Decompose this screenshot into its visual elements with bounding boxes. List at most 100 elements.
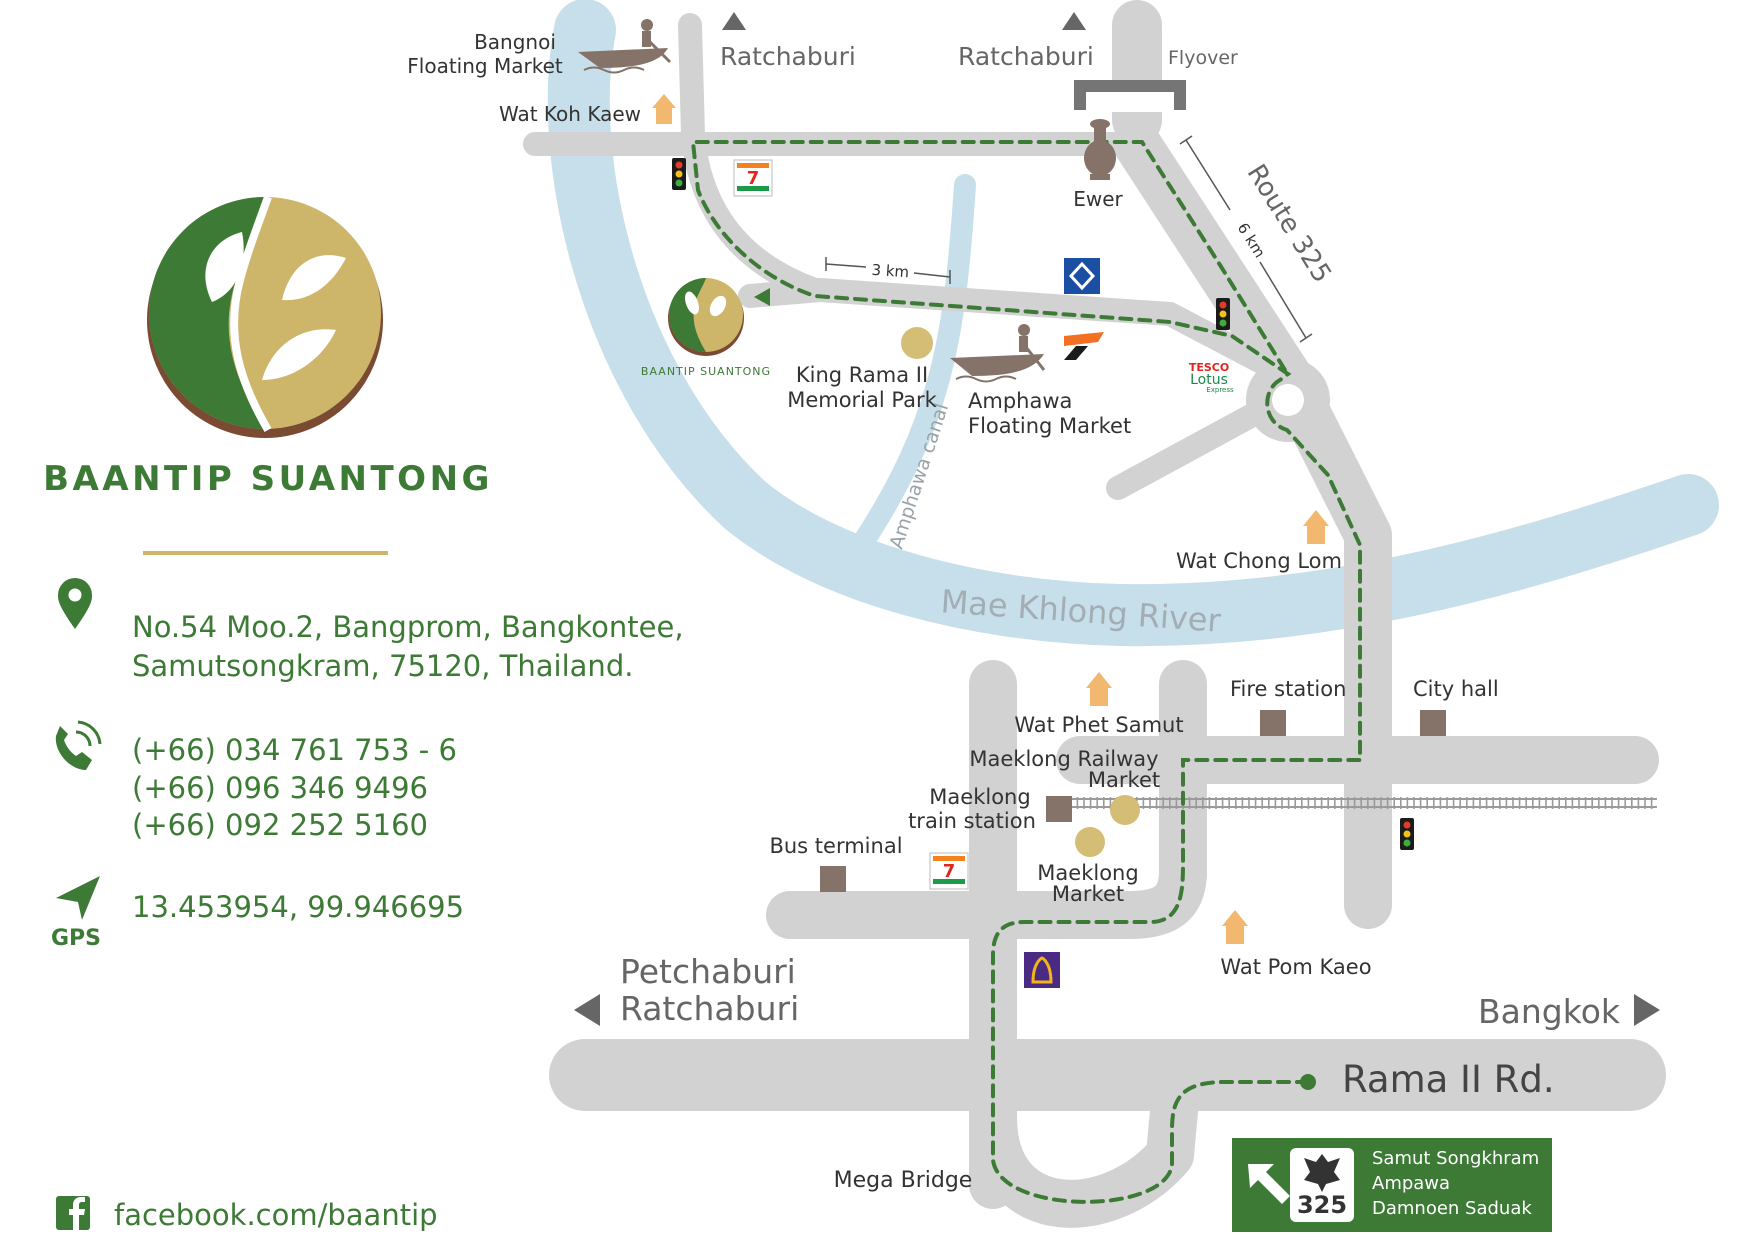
king-rama-label-2: Memorial Park — [787, 388, 937, 412]
svg-text:TESCO: TESCO — [1189, 361, 1229, 374]
flyover-label: Flyover — [1168, 47, 1238, 69]
left-arrow-icon — [574, 994, 600, 1026]
temple-icon-wat-pom-kaeo — [1222, 910, 1248, 944]
petchaburi-label: Petchaburi — [620, 952, 796, 991]
phone-icon — [55, 720, 102, 770]
gps-coordinates: 13.453954, 99.946695 — [132, 890, 464, 924]
suggested-route — [690, 140, 1362, 1204]
bus-terminal-label: Bus terminal — [769, 834, 902, 858]
mega-bridge-label: Mega Bridge — [834, 1168, 973, 1193]
amphawa-canal — [847, 174, 976, 561]
brand-logo — [147, 195, 383, 438]
railway-market-label-2: Market — [1088, 768, 1160, 792]
up-arrow-icon-left — [722, 12, 746, 30]
svg-text:7: 7 — [943, 861, 956, 882]
traffic-light-icon-1 — [672, 158, 686, 190]
svg-text:Express: Express — [1206, 386, 1234, 394]
train-station-icon — [1046, 796, 1072, 822]
sign-line-2: Ampawa — [1372, 1173, 1450, 1194]
traffic-light-icon-3 — [1400, 818, 1414, 850]
ewer-label: Ewer — [1073, 187, 1123, 211]
boat-icon-bangnoi — [578, 19, 672, 74]
wat-phet-samut-label: Wat Phet Samut — [1014, 713, 1183, 737]
route-arrowhead — [754, 288, 770, 306]
ewer-icon — [1084, 119, 1116, 180]
brand-name: BAANTIP SUANTONG — [43, 459, 493, 499]
distance-3km-label: 3 km — [871, 261, 910, 282]
route-start-dot — [1300, 1074, 1316, 1090]
seven-eleven-icon-bottom: 7 — [929, 852, 969, 890]
amphawa-label-1: Amphawa — [968, 389, 1072, 413]
address-line-2: Samutsongkram, 75120, Thailand. — [132, 649, 633, 683]
poi-icon-railway-market — [1110, 795, 1140, 825]
route-325-label: Route 325 — [1241, 159, 1337, 288]
destination-logo-icon — [668, 278, 744, 356]
phone-2: (+66) 096 346 9496 — [132, 771, 428, 805]
arrow-nw-icon — [1248, 1164, 1290, 1204]
facebook-link[interactable]: facebook.com/baantip — [114, 1198, 438, 1232]
temple-icon-wat-chong-lom — [1303, 510, 1329, 544]
railway — [1070, 797, 1657, 809]
roundabout-center — [1272, 384, 1304, 416]
wat-chong-lom-label: Wat Chong Lom — [1176, 549, 1342, 573]
king-rama-label-1: King Rama II — [796, 363, 928, 387]
park-icon-king-rama — [901, 327, 933, 359]
temple-icon-wat-koh-kaew — [652, 94, 676, 124]
city-hall-label: City hall — [1413, 677, 1499, 701]
phone-1: (+66) 034 761 753 - 6 — [132, 733, 457, 767]
bus-terminal-icon — [820, 866, 846, 892]
mae-khlong-river — [547, 0, 1719, 647]
gps-label: GPS — [51, 926, 101, 951]
railway-market-label-1: Maeklong Railway — [969, 747, 1158, 771]
ratchaburi-right-label: Ratchaburi — [958, 42, 1094, 71]
flyover-icon — [1074, 80, 1186, 112]
maeklong-market-label-1: Maeklong — [1037, 861, 1138, 885]
bank-icon-scb — [1024, 952, 1060, 988]
wat-koh-kaew-label: Wat Koh Kaew — [499, 102, 641, 126]
svg-text:Lotus: Lotus — [1190, 372, 1228, 388]
gas-station-icon — [1064, 332, 1104, 360]
traffic-light-icon-2 — [1216, 298, 1230, 330]
poi-icon-maeklong-market — [1075, 827, 1105, 857]
bank-icon-bangkok — [1064, 258, 1100, 294]
seven-eleven-icon-top: 7 — [733, 159, 773, 197]
address-line-1: No.54 Moo.2, Bangprom, Bangkontee, — [132, 610, 684, 644]
rama-ii-label: Rama II Rd. — [1342, 1058, 1555, 1101]
distance-3km — [825, 257, 951, 284]
amphawa-label-2: Floating Market — [968, 414, 1131, 438]
tesco-lotus-icon: TESCO Lotus Express — [1189, 361, 1234, 394]
facebook-icon — [56, 1196, 90, 1230]
route-325-sign: 325 Samut Songkhram Ampawa Damnoen Sadua… — [1232, 1138, 1552, 1232]
navigation-arrow-icon — [56, 876, 100, 920]
sign-line-1: Samut Songkhram — [1372, 1148, 1539, 1169]
fire-station-icon — [1260, 710, 1286, 736]
route-number: 325 — [1297, 1191, 1347, 1219]
right-arrow-icon — [1634, 994, 1660, 1026]
ratchaburi-bottom-label: Ratchaburi — [620, 989, 799, 1028]
city-hall-icon — [1420, 710, 1446, 736]
road-amphawa — [738, 278, 1300, 388]
location-pin-icon — [58, 578, 92, 629]
ratchaburi-left-label: Ratchaburi — [720, 42, 856, 71]
bangnoi-label-2: Floating Market — [407, 54, 563, 78]
maeklong-market-label-2: Market — [1052, 882, 1124, 906]
up-arrow-icon-right — [1062, 12, 1086, 30]
svg-text:7: 7 — [747, 168, 760, 189]
fire-station-label: Fire station — [1230, 677, 1346, 701]
route-325 — [1113, 120, 1392, 929]
train-station-label-1: Maeklong — [929, 785, 1030, 809]
wat-pom-kaeo-label: Wat Pom Kaeo — [1220, 955, 1371, 979]
distance-6km-label: 6 km — [1234, 220, 1269, 261]
boat-icon-amphawa — [950, 324, 1046, 383]
distance-6km — [1179, 135, 1313, 343]
mega-bridge-road — [969, 1076, 1199, 1228]
phone-3: (+66) 092 252 5160 — [132, 808, 428, 842]
bangnoi-label-1: Bangnoi — [474, 30, 556, 54]
garuda-icon — [1304, 1154, 1340, 1192]
temple-icon-wat-phet-samut — [1086, 672, 1112, 706]
sign-line-3: Damnoen Saduak — [1372, 1198, 1532, 1219]
destination-logo-label: BAANTIP SUANTONG — [641, 365, 771, 378]
bangkok-label: Bangkok — [1478, 992, 1621, 1031]
road-east-spur — [1106, 400, 1270, 500]
